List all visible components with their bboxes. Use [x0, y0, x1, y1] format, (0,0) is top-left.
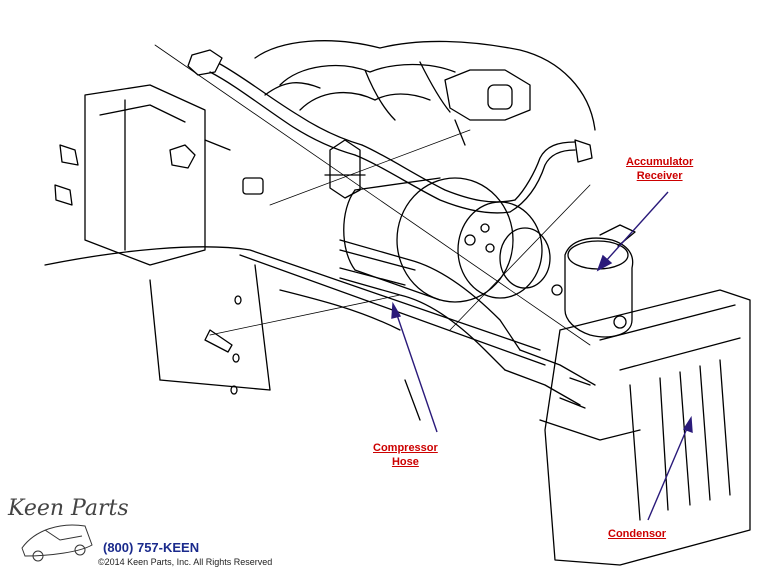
condensor-label: Condensor: [608, 528, 667, 540]
condensor-arrow: [647, 425, 689, 521]
compressor-hose-label-line1: Compressor: [373, 442, 438, 454]
compressor-hose-arrowhead: [391, 301, 402, 319]
keen-parts-logo: Keen Parts: [8, 496, 129, 521]
callout-arrows: [391, 191, 693, 521]
compressor-hose-label-line2: Hose: [391, 456, 419, 468]
accumulator-arrow: [604, 191, 669, 263]
condensor-arrowhead: [682, 415, 693, 434]
phone-number[interactable]: (800) 757-KEEN: [103, 540, 200, 555]
line-art: [44, 40, 751, 566]
accumulator-receiver-link[interactable]: Accumulator Receiver: [626, 155, 693, 183]
compressor-hose-link[interactable]: Compressor Hose: [373, 441, 438, 469]
accumulator-label-line2: Receiver: [636, 170, 683, 182]
condensor-link[interactable]: Condensor: [608, 527, 666, 541]
compressor-hose-arrow: [395, 311, 438, 433]
logo-car-icon: [21, 524, 93, 562]
copyright-notice: ©2014 Keen Parts, Inc. All Rights Reserv…: [98, 557, 273, 567]
accumulator-label-line1: Accumulator: [626, 156, 694, 168]
accumulator-arrowhead: [596, 254, 613, 272]
